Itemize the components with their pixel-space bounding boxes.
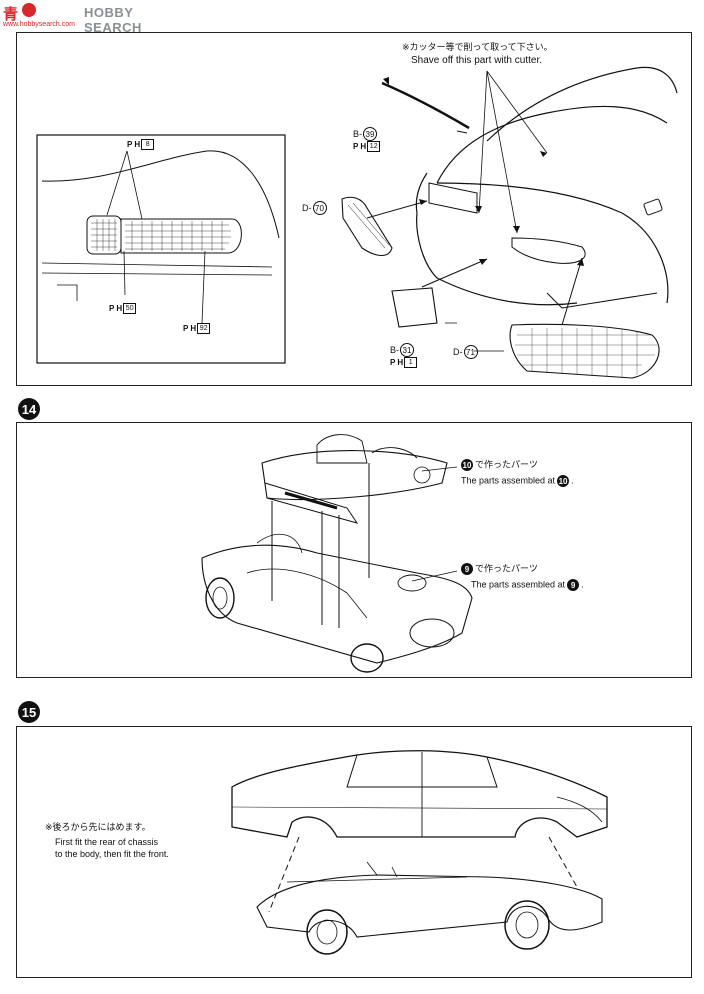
watermark-prefix: 青	[3, 6, 19, 23]
step15-note-jp: ※後ろから先にはめます。	[45, 823, 151, 833]
inset-grille-small	[86, 215, 122, 255]
step14-number: 14	[18, 398, 40, 420]
cutter-note-en: Shave off this part with cutter.	[411, 55, 542, 66]
part-b39-label: B-39	[353, 127, 377, 141]
watermark-brand: HOBBY SEARCH	[84, 5, 142, 35]
step15-drawing	[231, 750, 608, 955]
step15-note-en-1: First fit the rear of chassis	[55, 837, 159, 847]
step15-number: 15	[18, 701, 40, 723]
inset-grille-large	[120, 218, 242, 254]
step13-panel: ※カッター等で削って取って下さい。 Shave off this part wi…	[16, 32, 692, 386]
step15-note-en-2: to the body, then fit the front.	[55, 849, 169, 859]
watermark-url: www.hobbysearch.com	[3, 21, 75, 28]
step13-drawing	[36, 66, 678, 379]
part-d70-label: D-70	[302, 201, 327, 215]
watermark-logo-icon	[22, 3, 36, 17]
part-d71-label: D-71	[453, 345, 478, 359]
d71-mesh	[509, 323, 660, 379]
step15-panel: ※後ろから先にはめます。 First fit the rear of chass…	[16, 726, 692, 978]
part-b31-label: B-31	[390, 343, 414, 357]
cutter-note-jp: ※カッター等で削って取って下さい。	[402, 43, 553, 53]
step14-drawing	[201, 434, 473, 673]
